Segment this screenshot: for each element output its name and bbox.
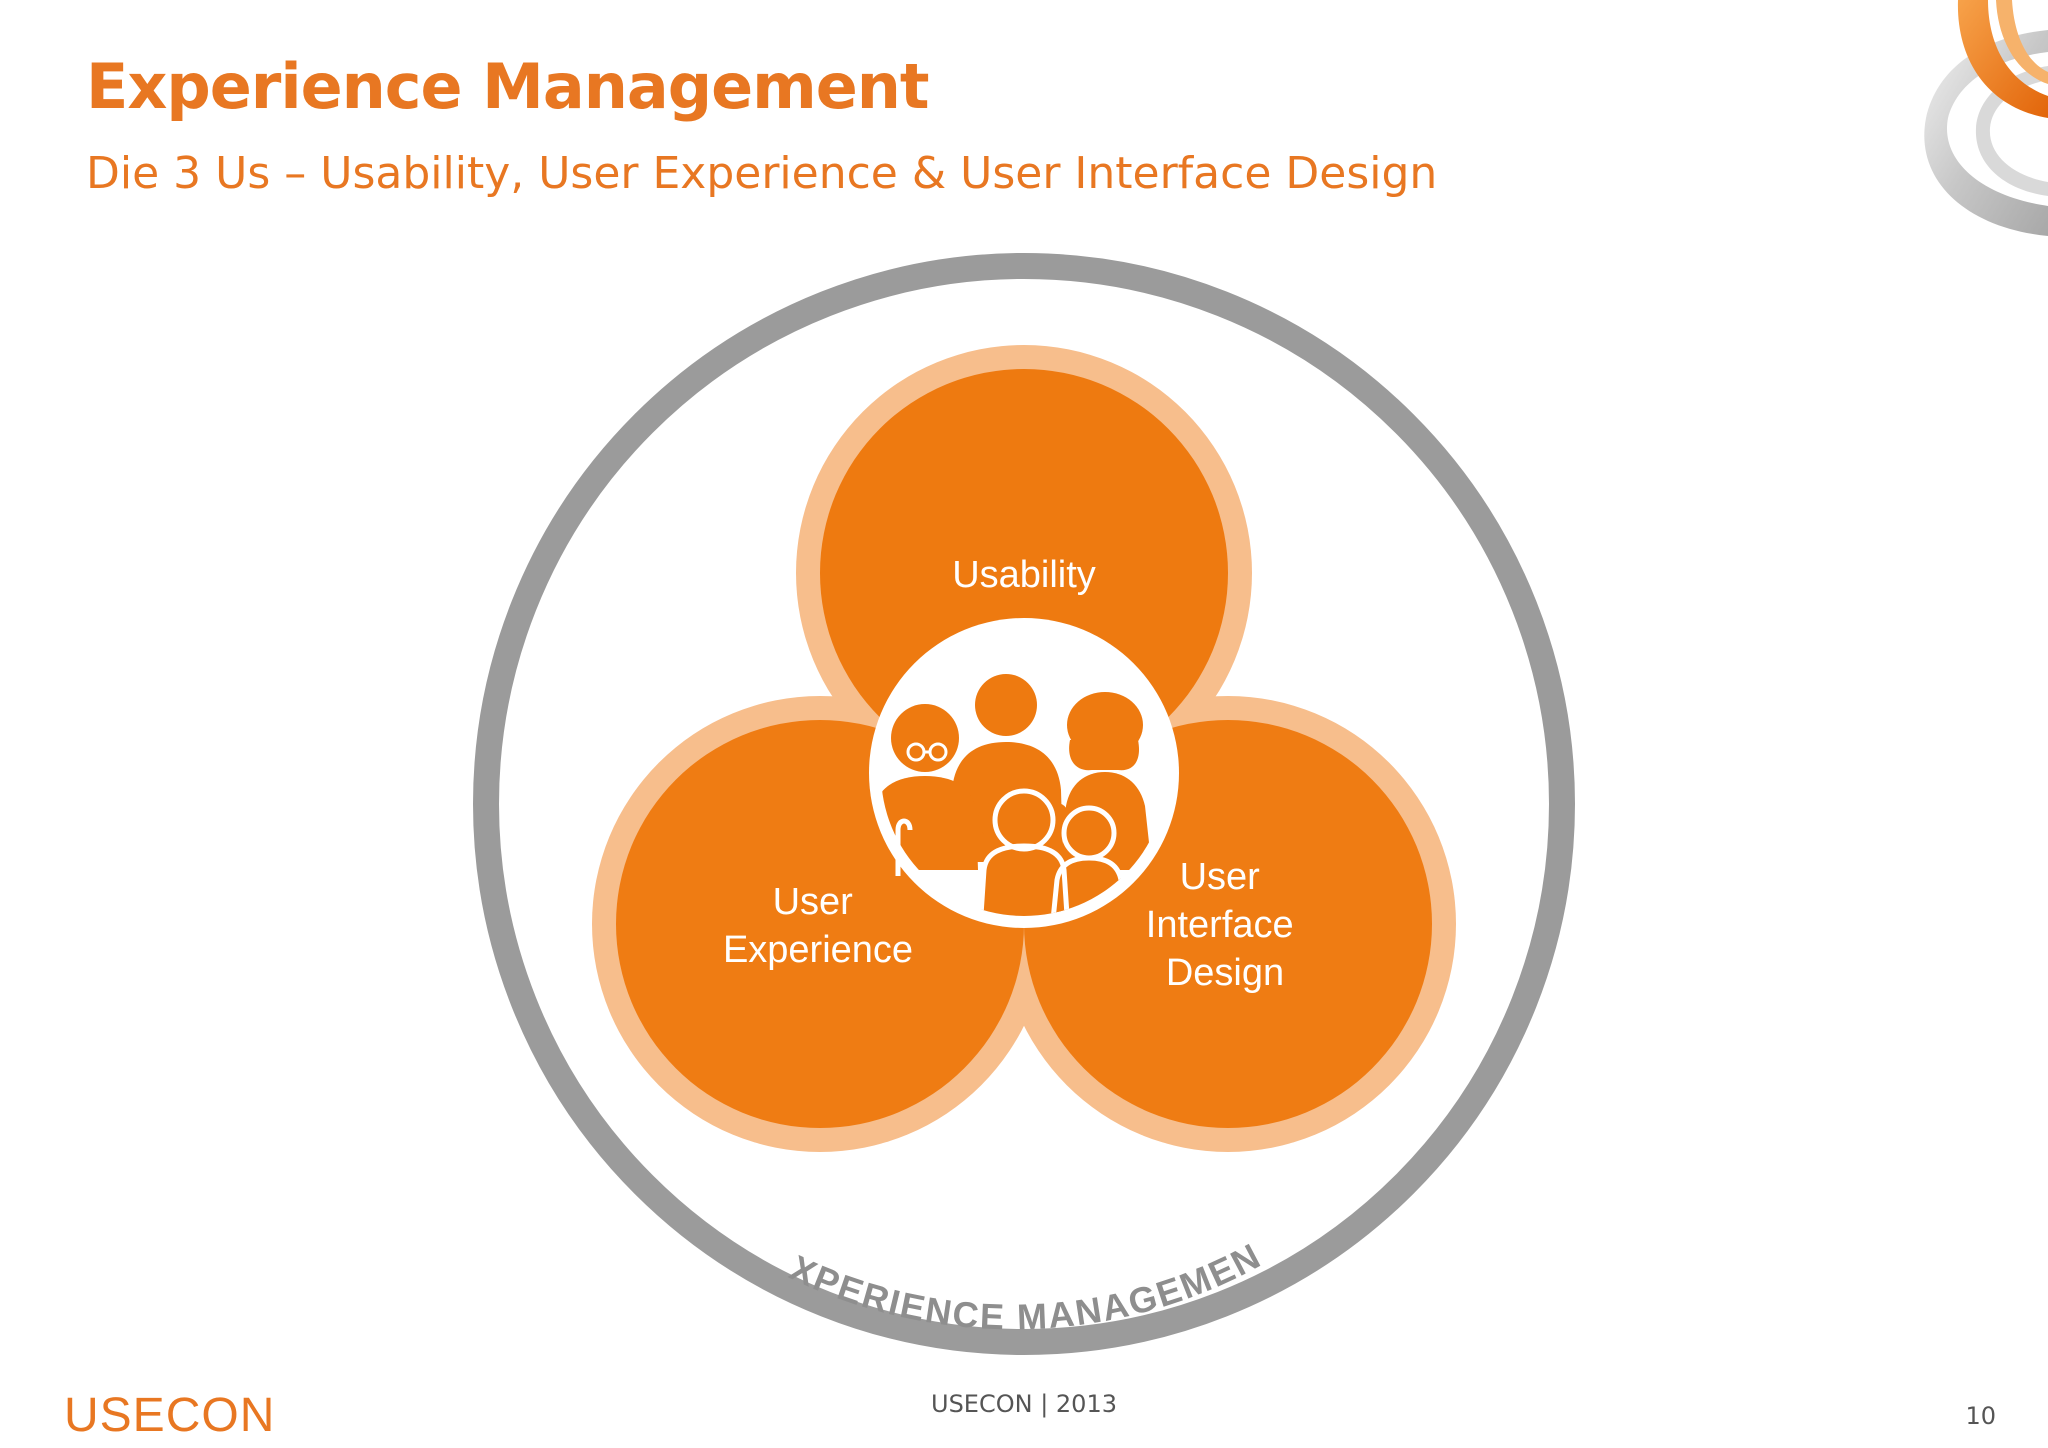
- user-experience-label-line: Experience: [723, 929, 913, 971]
- cane-icon: [895, 818, 913, 876]
- page-number: 10: [1965, 1402, 1996, 1430]
- user-experience-label: User Experience: [723, 881, 913, 971]
- glasses-icon: [906, 742, 948, 762]
- ui-design-label-line: Design: [1166, 952, 1284, 994]
- experience-management-ring: [473, 253, 1575, 1355]
- user-experience-label-line: User: [773, 881, 854, 923]
- ui-design-label: User Interface Design: [1146, 856, 1304, 994]
- slide-subtitle: Die 3 Us – Usability, User Experience & …: [86, 148, 1438, 199]
- usability-label-line: Usability: [952, 554, 1096, 596]
- ui-design-label-line: User: [1180, 856, 1261, 898]
- ui-design-label-line: Interface: [1146, 904, 1294, 946]
- usability-label: Usability: [952, 554, 1096, 596]
- usecon-logo: USECON: [64, 1389, 276, 1442]
- corner-swirl-decoration: [1924, 0, 2048, 236]
- footer-text: USECON | 2013: [931, 1390, 1117, 1418]
- slide-title: Experience Management: [86, 50, 930, 123]
